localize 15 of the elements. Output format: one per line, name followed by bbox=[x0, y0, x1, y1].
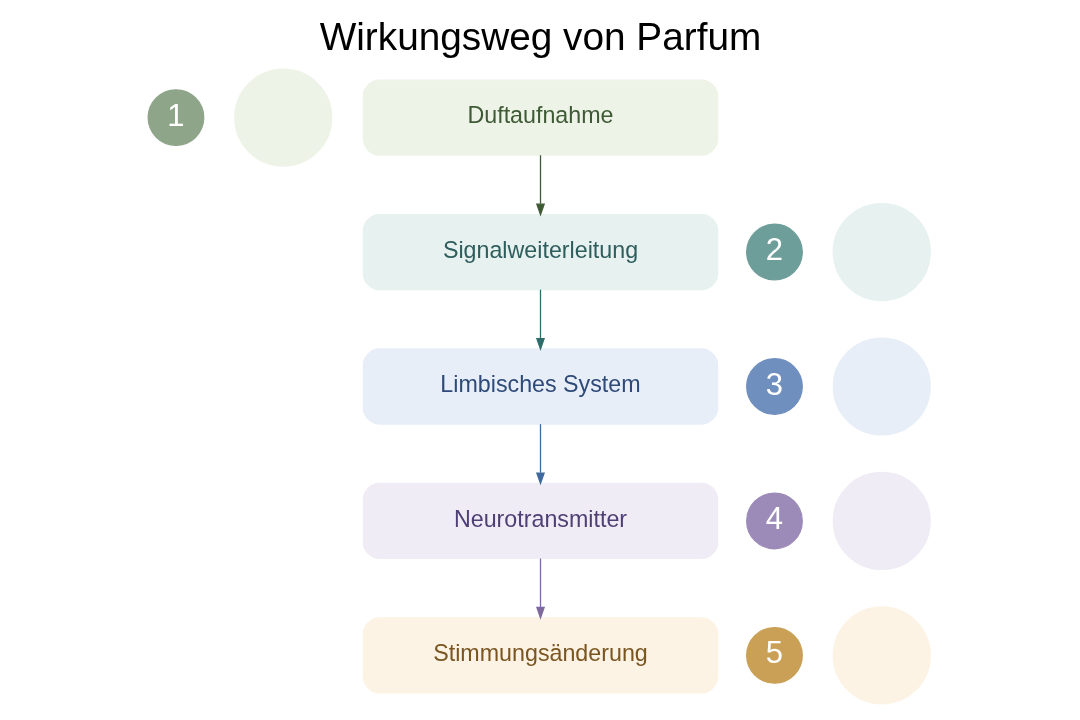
node-box: Stimmungsänderung bbox=[362, 617, 718, 694]
node-box: Limbisches System bbox=[362, 348, 718, 425]
node-circle: 2 bbox=[745, 223, 803, 281]
node-box: Neurotransmitter bbox=[362, 482, 718, 560]
node-circle: 1 bbox=[147, 89, 204, 147]
arrow bbox=[535, 289, 545, 351]
node-circle: 5 bbox=[745, 626, 803, 684]
node-box: Signalweiterleitung bbox=[362, 213, 718, 291]
arrow bbox=[535, 557, 545, 620]
node-circle: 4 bbox=[745, 492, 803, 550]
node-box: Duftaufnahme bbox=[362, 79, 718, 156]
diagram-title: Wirkungsweg von Parfum bbox=[319, 14, 761, 58]
node-circle: 3 bbox=[745, 358, 803, 415]
arrow bbox=[535, 154, 545, 217]
arrow bbox=[535, 423, 545, 486]
